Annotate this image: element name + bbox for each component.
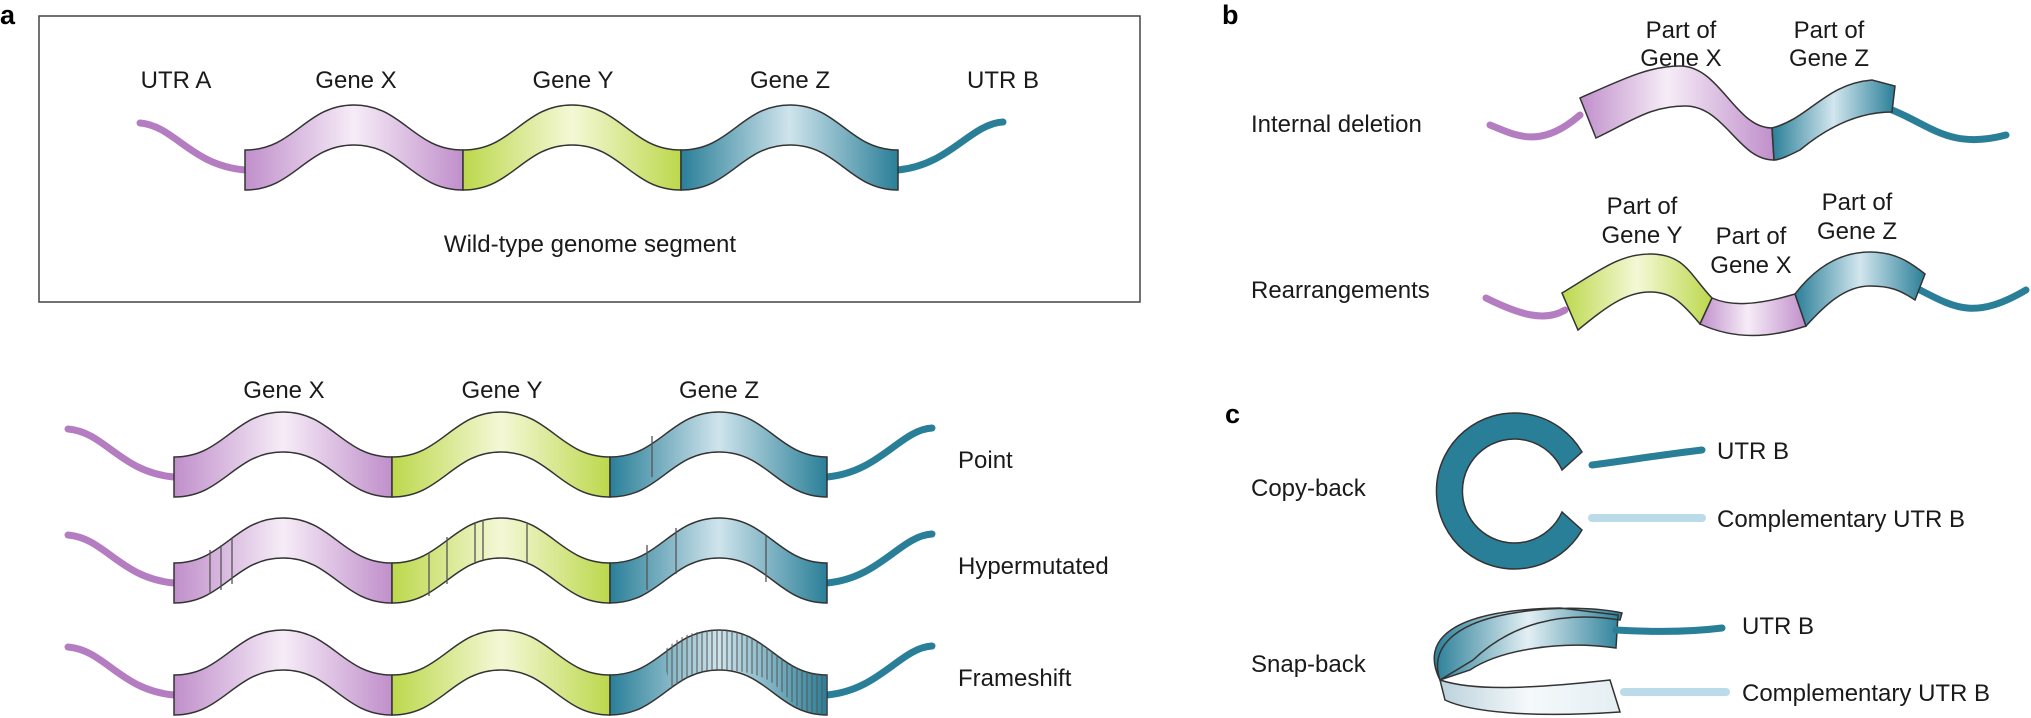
wildtype-panel: UTR A Gene X Gene Y Gene Z UTR B Wild-ty… xyxy=(38,15,1141,303)
panel-letter-c: c xyxy=(1225,399,1240,429)
row-label-frameshift: Frameshift xyxy=(958,665,1072,692)
ribbon-gene-z xyxy=(680,104,899,191)
panel-letter-b: b xyxy=(1222,0,1239,30)
snap-back-complementary: Complementary UTR B xyxy=(1742,680,1990,707)
rear-part-x-line1: Part of xyxy=(1716,223,1787,250)
utr-a-tail xyxy=(136,119,249,174)
wildtype-caption: Wild-type genome segment xyxy=(444,231,736,258)
rear-part-y-line1: Part of xyxy=(1607,193,1678,220)
utr-b-tail xyxy=(894,118,1007,174)
copy-back-complementary: Complementary UTR B xyxy=(1717,506,1965,533)
mutant-row-hypermutated: Hypermutated xyxy=(64,517,1109,604)
rear-part-y-line2: Gene Y xyxy=(1602,222,1683,249)
row-label-hypermutated: Hypermutated xyxy=(958,553,1109,580)
panel-b: Internal deletion Part of Gene X Part of… xyxy=(1251,17,2030,337)
label-snap-back: Snap-back xyxy=(1251,651,1367,678)
mutant-row-point: Point xyxy=(64,411,1013,498)
mutant-label-gene-x: Gene X xyxy=(243,377,324,404)
label-utr-b: UTR B xyxy=(967,67,1039,94)
row-label-point: Point xyxy=(958,447,1013,474)
part-z-line2: Gene Z xyxy=(1789,45,1869,72)
part-z-line1: Part of xyxy=(1794,17,1865,44)
rear-ribbon-x xyxy=(1699,293,1807,337)
rear-part-z-line2: Gene Z xyxy=(1817,218,1897,245)
label-gene-x: Gene X xyxy=(315,67,396,94)
label-copy-back: Copy-back xyxy=(1251,475,1367,502)
mutant-row-frameshift: Frameshift xyxy=(64,629,1072,716)
snap-back-utr: UTR B xyxy=(1742,613,1814,640)
label-internal-deletion: Internal deletion xyxy=(1251,111,1422,138)
deletion-ribbon-x xyxy=(1579,65,1775,161)
panel-letter-a: a xyxy=(0,0,16,30)
rear-part-z-line1: Part of xyxy=(1822,189,1893,216)
rear-ribbon-z xyxy=(1794,251,1926,328)
label-gene-z: Gene Z xyxy=(750,67,830,94)
label-rearrangements: Rearrangements xyxy=(1251,277,1430,304)
panel-c: Copy-back UTR B Complementary UTR B Snap… xyxy=(1251,412,1990,716)
mutant-label-gene-z: Gene Z xyxy=(679,377,759,404)
snap-back-lower xyxy=(1438,678,1621,716)
rear-part-x-line2: Gene X xyxy=(1710,252,1791,279)
rear-ribbon-y xyxy=(1561,253,1713,332)
frameshift-hatching xyxy=(663,630,827,715)
mutants-panel: Gene X Gene Y Gene Z Point xyxy=(64,377,1109,716)
part-x-line1: Part of xyxy=(1646,17,1717,44)
copy-back-utr: UTR B xyxy=(1717,438,1789,465)
ribbon-gene-y xyxy=(462,104,682,191)
wildtype-frame xyxy=(38,15,1141,303)
copy-back-ring xyxy=(1435,412,1583,570)
ribbon-gene-x xyxy=(244,104,464,191)
label-gene-y: Gene Y xyxy=(533,67,614,94)
snap-back-upper xyxy=(1433,607,1623,682)
mutant-label-gene-y: Gene Y xyxy=(462,377,543,404)
label-utr-a: UTR A xyxy=(141,67,212,94)
deletion-ribbon-z xyxy=(1771,79,1896,161)
